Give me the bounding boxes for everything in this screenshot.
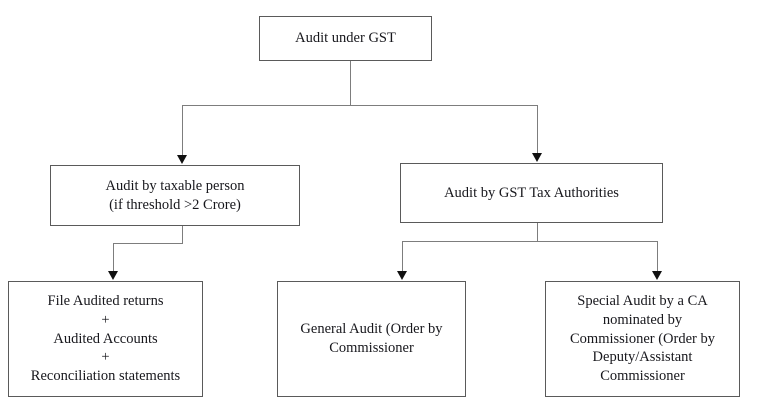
node-audit-by-taxable-person[interactable]: Audit by taxable person (if threshold >2… — [50, 165, 300, 226]
node-audit-by-gst-tax-authorities-label: Audit by GST Tax Authorities — [444, 184, 619, 201]
connector-taxable-person-stem — [182, 226, 183, 243]
connector-taxable-person-to-file-returns — [113, 243, 114, 273]
connector-root-split-bar — [182, 105, 538, 106]
node-audit-by-gst-tax-authorities[interactable]: Audit by GST Tax Authorities — [400, 163, 663, 223]
arrowhead-to-taxable-person — [177, 155, 187, 164]
arrowhead-to-file-audited-returns — [108, 271, 118, 280]
node-special-audit[interactable]: Special Audit by a CA nominated by Commi… — [545, 281, 740, 397]
connector-tax-authorities-to-special-audit — [657, 241, 658, 273]
node-general-audit-label: General Audit (Order by Commissioner — [300, 321, 443, 356]
arrowhead-to-tax-authorities — [532, 153, 542, 162]
connector-tax-authorities-stem — [537, 223, 538, 241]
node-audit-by-taxable-person-label: Audit by taxable person (if threshold >2… — [105, 177, 245, 213]
node-file-audited-returns[interactable]: File Audited returns + Audited Accounts … — [8, 281, 203, 397]
arrowhead-to-special-audit — [652, 271, 662, 280]
connector-root-to-tax-authorities — [537, 105, 538, 155]
connector-root-to-taxable-person — [182, 105, 183, 157]
connector-taxable-person-elbow — [113, 243, 183, 244]
node-audit-under-gst[interactable]: Audit under GST — [259, 16, 432, 61]
node-audit-under-gst-label: Audit under GST — [295, 30, 396, 47]
connector-root-stem — [350, 61, 351, 105]
connector-tax-authorities-split-bar — [402, 241, 658, 242]
node-special-audit-label: Special Audit by a CA nominated by Commi… — [570, 292, 715, 385]
arrowhead-to-general-audit — [397, 271, 407, 280]
node-general-audit[interactable]: General Audit (Order by Commissioner — [277, 281, 466, 397]
connector-tax-authorities-to-general-audit — [402, 241, 403, 273]
node-file-audited-returns-label: File Audited returns + Audited Accounts … — [30, 292, 181, 385]
